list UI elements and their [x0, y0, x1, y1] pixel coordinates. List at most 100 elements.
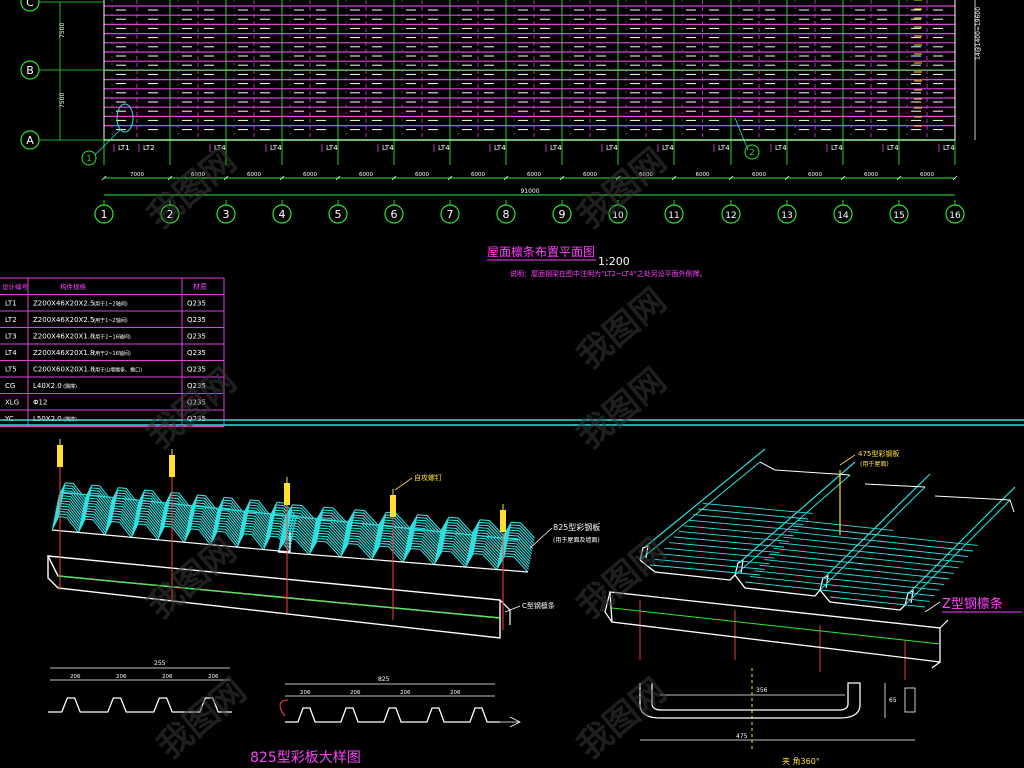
- watermark-text: 我图网: [570, 671, 674, 767]
- column-bubble-label: 14: [837, 211, 849, 221]
- bay-dimension: 7000: [130, 172, 144, 178]
- column-bubble-label: 5: [335, 208, 342, 221]
- pan-line: [678, 530, 789, 542]
- column-bubble-10: [608, 204, 628, 224]
- panel825-rib-line: [281, 517, 533, 552]
- panel-475-isometric: [639, 448, 1016, 680]
- column-bubble-13: [777, 204, 797, 224]
- dim-tick: [101, 175, 107, 181]
- c-purlin-top: [46, 555, 501, 619]
- table-grid: [0, 277, 225, 427]
- pan-line: [797, 519, 893, 531]
- z-purlin-left-end: [604, 591, 613, 623]
- purlin-tag: LT4: [718, 144, 730, 152]
- screw-head: [284, 483, 290, 505]
- bay-dimension: 6000: [864, 172, 878, 178]
- z-purlin-body: [609, 591, 941, 663]
- callout-bubble-left: [81, 150, 97, 166]
- seam-line: [824, 473, 931, 578]
- table-cell-spec: L40X2.0: [33, 382, 62, 390]
- total-dimension: 91000: [520, 188, 539, 195]
- pan-line: [649, 564, 761, 576]
- seam-base-line: [904, 499, 1011, 606]
- pan-line: [754, 570, 850, 582]
- column-bubble-label: 4: [279, 208, 286, 221]
- dim-tick: [784, 175, 790, 181]
- dim-tick: [952, 175, 958, 181]
- table-cell-note: (用于2~16轴间): [93, 350, 131, 357]
- purlin-tag: LT1: [118, 144, 130, 152]
- panel825-back-edge: [59, 491, 521, 541]
- table-header-code: 设计编号: [2, 282, 29, 291]
- column-bubble-label: 13: [781, 211, 792, 221]
- panel825-rib-line: [55, 495, 295, 532]
- profile1-pitch-label: 206: [70, 674, 81, 680]
- profile1-overall-label: 255: [154, 660, 166, 667]
- z-purlin-lips: [931, 619, 949, 669]
- pan-line: [778, 542, 874, 554]
- plan-note: 说明：屋面钢梁在图中注明为"LT2~LT4"之处另设平面外侧撑。: [510, 269, 707, 278]
- column-bubble-label: 12: [725, 211, 736, 221]
- table-cell-code: LT2: [5, 316, 17, 324]
- panel825-rib-line: [54, 503, 294, 540]
- table-cell-material: Q235: [187, 333, 206, 341]
- column-bubble-label: 6: [391, 208, 398, 221]
- panel825-rib-line: [52, 513, 291, 550]
- purlin-tag: LT4: [382, 144, 394, 152]
- table-cell-code: YC: [4, 415, 14, 423]
- watermark-text: 我图网: [150, 671, 254, 767]
- column-bubble-label: 11: [668, 211, 679, 221]
- table-cell-spec: Z200X46X20X1.8: [33, 333, 95, 341]
- panel475-section: [639, 682, 861, 719]
- table-cell-code: LT1: [5, 300, 17, 308]
- detail-475: 475型彩钢板 (用于屋面) Z型钢檩条 356 475 65 夹 角360°: [604, 448, 1022, 766]
- bay-dimension: 6000: [639, 172, 653, 178]
- panel475-label: 475型彩钢板: [858, 449, 899, 458]
- row-bubble-label: A: [26, 134, 34, 147]
- column-bubble-5: [328, 204, 348, 224]
- pan-line: [829, 596, 926, 608]
- pan-line: [873, 546, 969, 558]
- profile2-pitch-label: 206: [300, 690, 311, 696]
- dim-tick: [279, 175, 285, 181]
- section-height-box: [904, 687, 916, 713]
- callout-label-mid: 2: [749, 148, 754, 157]
- purlin-tag: LT4: [943, 144, 955, 152]
- purlin-tag: LT4: [606, 144, 618, 152]
- column-bubble-label: 16: [949, 211, 961, 221]
- dim-tick: [503, 175, 509, 181]
- purlin-tag: LT4: [494, 144, 506, 152]
- bay-dimension: 6000: [303, 172, 317, 178]
- row-bubble-label: B: [26, 64, 34, 77]
- plan-title: 屋面檩条布置平面图: [487, 244, 595, 259]
- column-bubble-label: 3: [223, 208, 230, 221]
- bay-dimension: 6000: [696, 172, 710, 178]
- seam-line: [644, 448, 766, 548]
- seam-base-line: [639, 461, 761, 561]
- profile-lap-mark: [279, 699, 289, 717]
- purlin-segment-marks: [116, 0, 943, 131]
- panel825-rib-line: [54, 500, 294, 537]
- panel825-rib-line: [283, 509, 535, 544]
- panel825-rib-line: [278, 532, 530, 568]
- bay-dimension: 6000: [920, 172, 934, 178]
- table-cell-material: Q235: [187, 415, 206, 423]
- zpurlin-leader: [924, 601, 941, 613]
- table-cell-code: LT4: [5, 349, 17, 357]
- dim-tick: [335, 175, 341, 181]
- column-bubble-4: [272, 204, 292, 224]
- dim-tick: [223, 175, 229, 181]
- table-cell-material: Q235: [187, 366, 206, 374]
- pan-line: [849, 574, 945, 586]
- table-cell-spec: Z200X46X20X2.5: [33, 300, 95, 308]
- pan-line: [788, 531, 884, 543]
- screw-head: [500, 510, 506, 532]
- profile2-pitch-label: 206: [350, 690, 361, 696]
- dim-tick: [391, 175, 397, 181]
- panel825-rib-line: [278, 535, 529, 570]
